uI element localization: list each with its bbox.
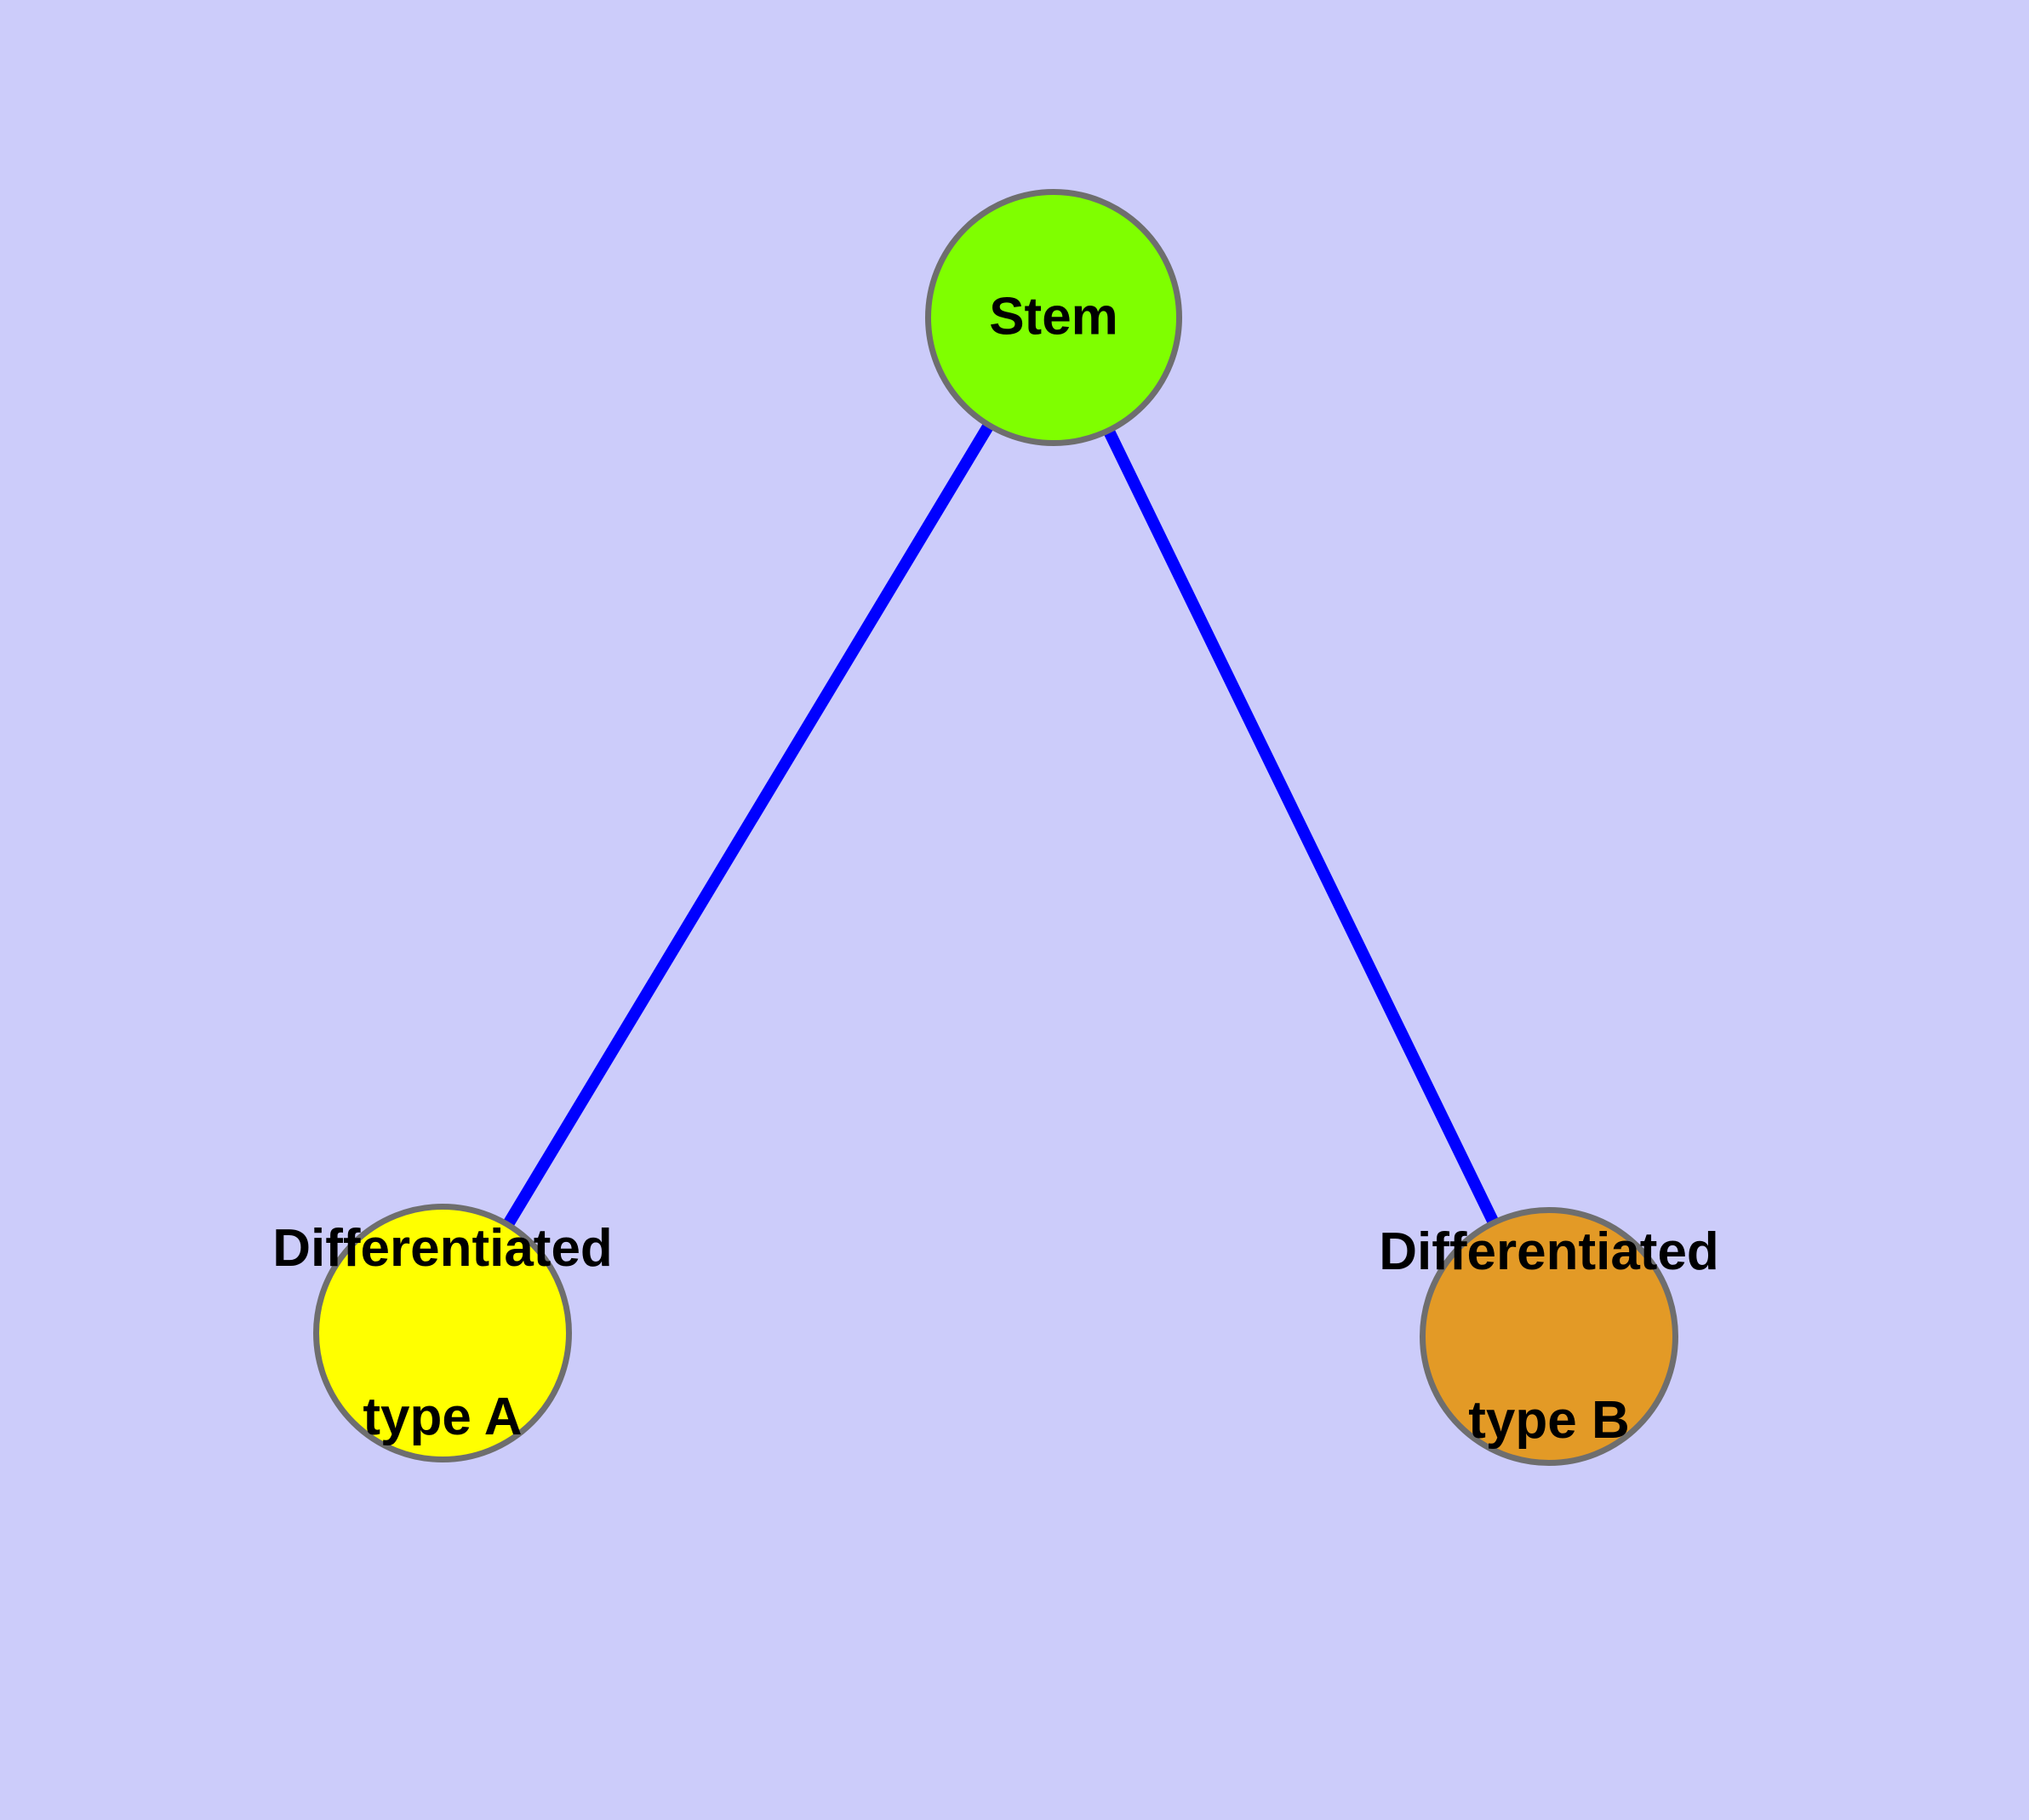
node-stem-circle[interactable] <box>925 189 1182 446</box>
edge-stem-to-differentiated-type-a[interactable] <box>437 314 1059 1336</box>
node-differentiated-type-b-circle[interactable] <box>1420 1207 1678 1466</box>
edge-stem-to-differentiated-type-b[interactable] <box>1048 314 1555 1340</box>
node-differentiated-type-a-circle[interactable] <box>313 1204 572 1462</box>
edge-layer <box>437 314 1555 1340</box>
node-layer <box>313 189 1678 1466</box>
